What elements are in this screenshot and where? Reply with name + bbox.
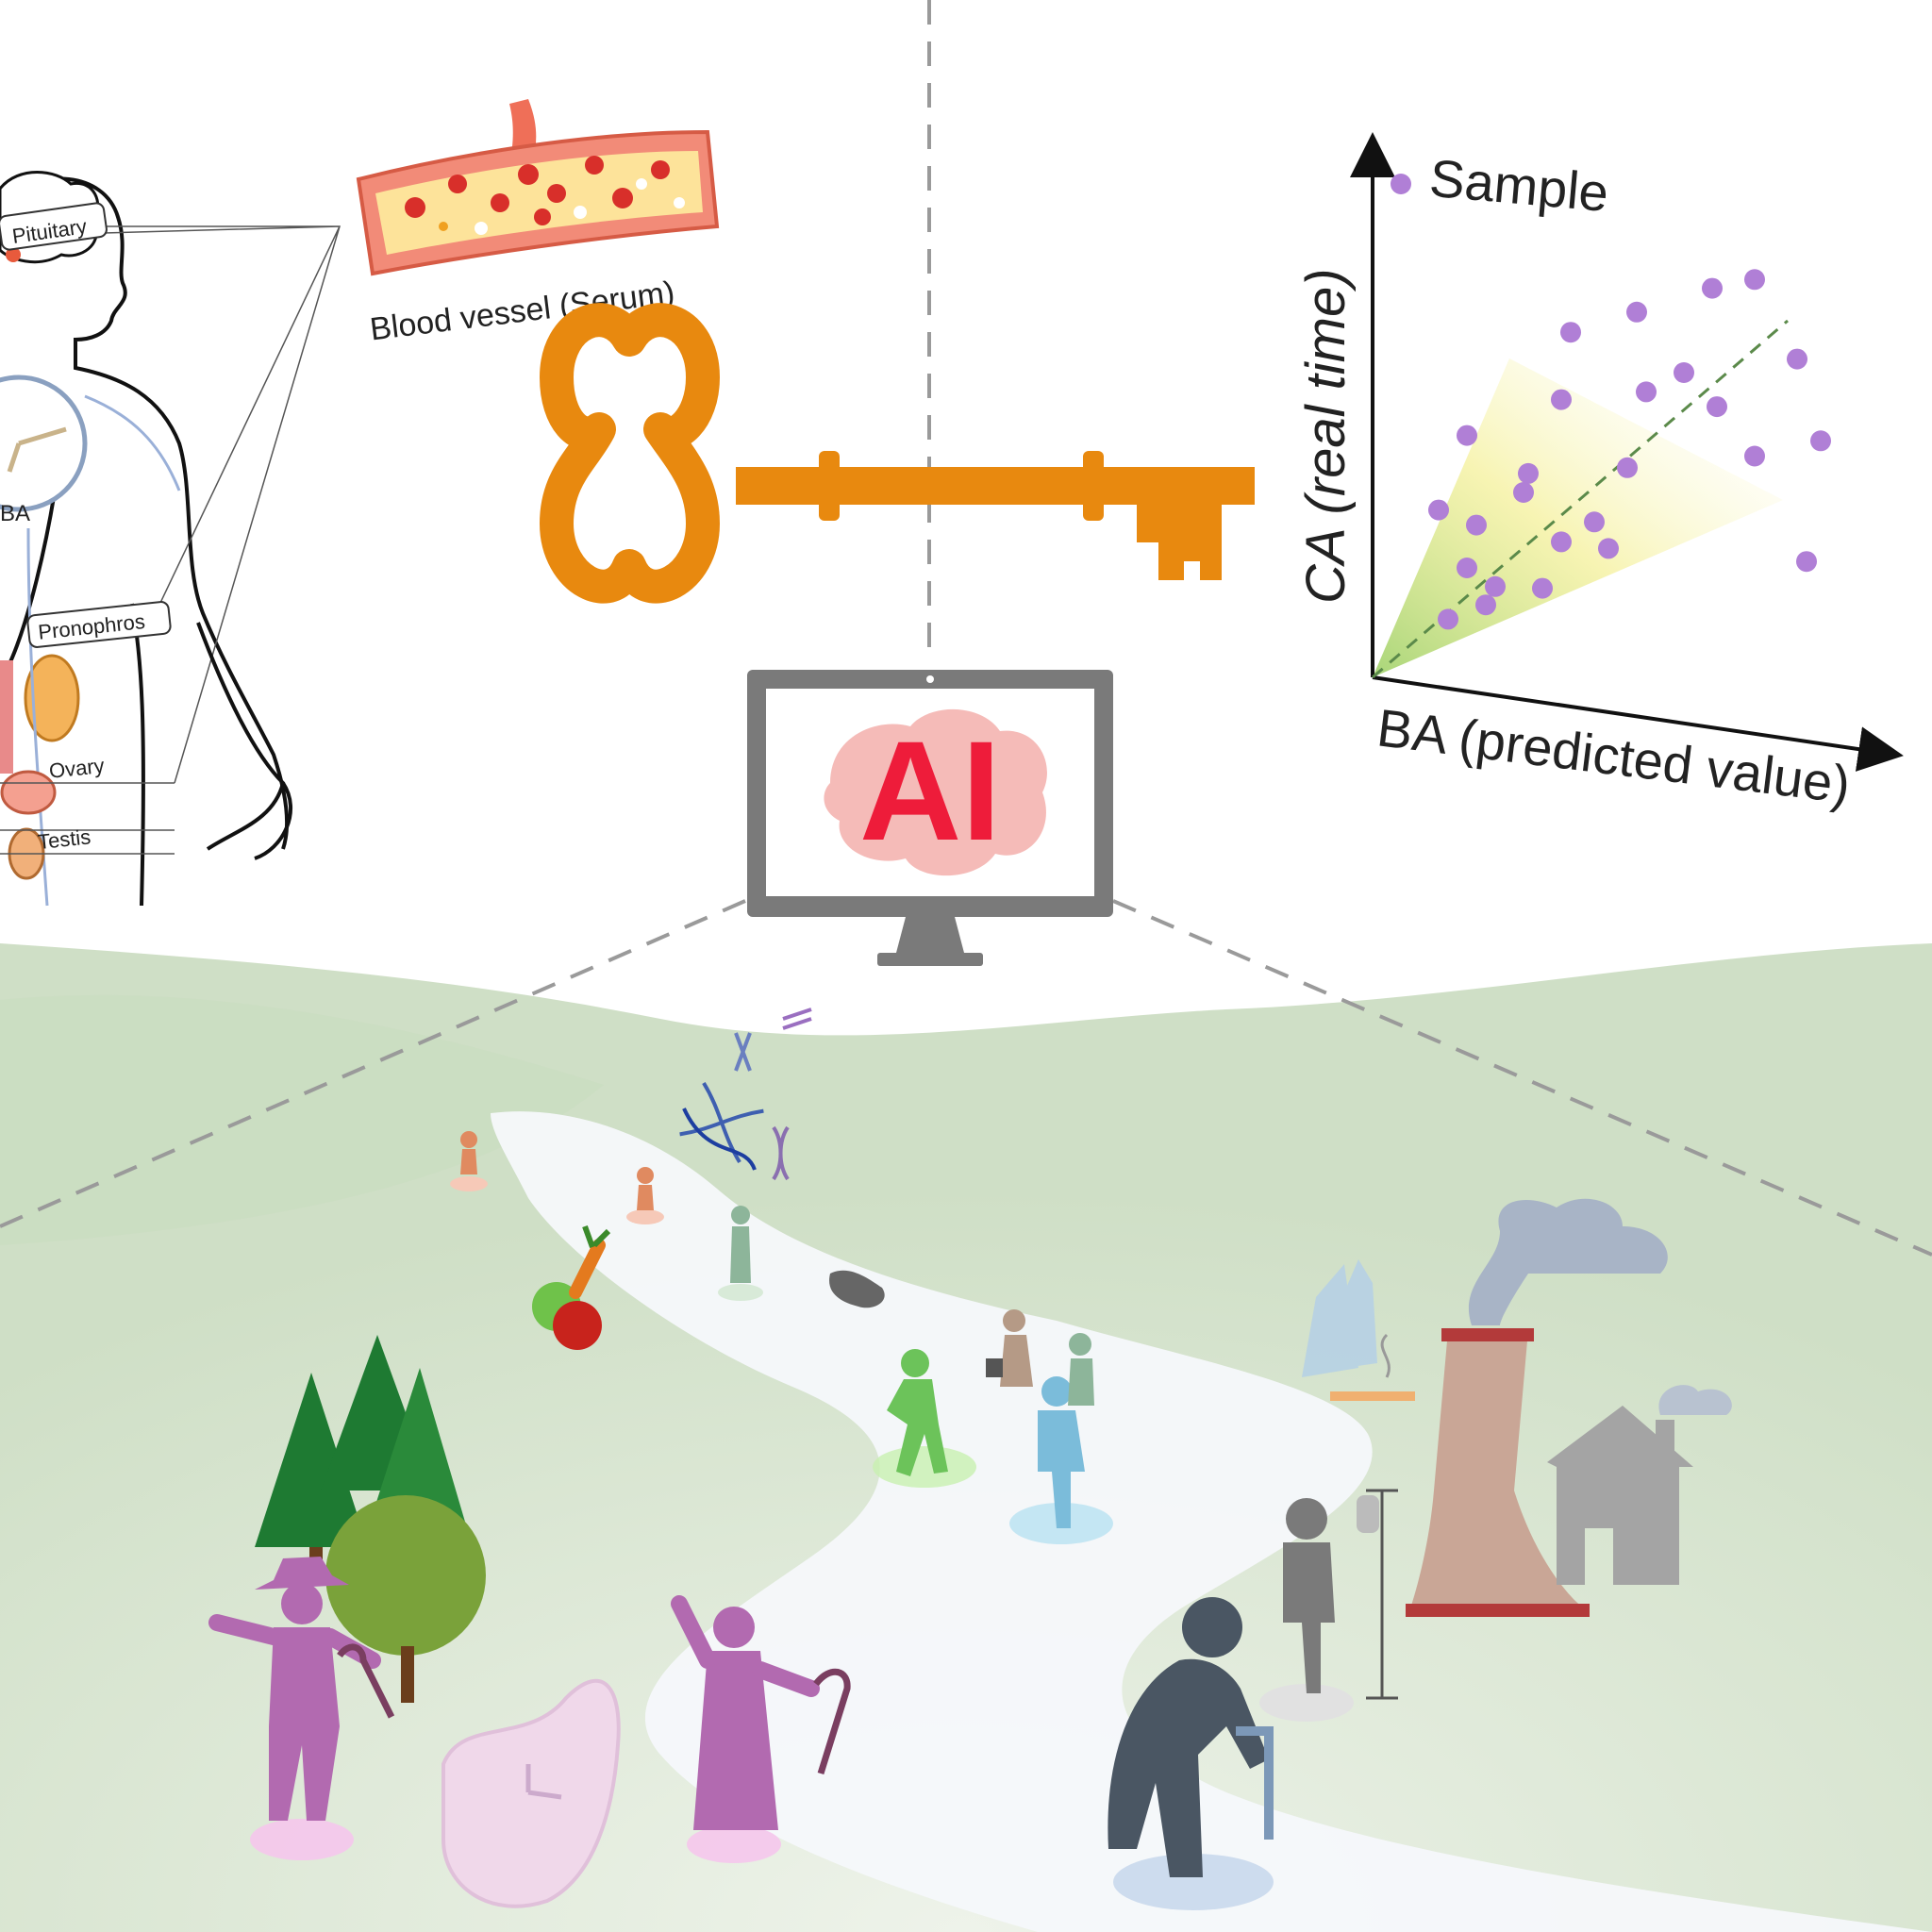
x-axis [1372, 675, 1904, 772]
left-projection-line [0, 899, 746, 1228]
ovary-icon [0, 770, 57, 815]
scatter-point [1560, 322, 1581, 343]
iv-bag [1357, 1495, 1379, 1533]
scatter-point [1551, 531, 1572, 553]
brain-icon [824, 708, 1047, 876]
scatter-points [1428, 269, 1831, 630]
testis-label: Testis [37, 824, 92, 854]
scatter-point [1584, 511, 1605, 533]
scatter-point [1457, 558, 1477, 578]
hand-outline [196, 622, 293, 860]
legend-label: Sample [1427, 148, 1611, 223]
key-bow [540, 303, 720, 604]
scatter-point [1787, 348, 1807, 370]
bush-icon [325, 1495, 486, 1656]
pollution-elements [1302, 1198, 1732, 1617]
dna-icon [679, 1008, 812, 1181]
scatter-point [1457, 425, 1477, 446]
house-icon [1547, 1385, 1732, 1585]
scatter-point [1598, 538, 1619, 559]
ovary-label: Ovary [48, 754, 106, 783]
iv-stand [1366, 1489, 1398, 1700]
dashed-guides [0, 0, 1932, 1257]
fruit-vegetable-icon [532, 1224, 611, 1350]
frail-elderly-figures [1108, 1489, 1398, 1910]
scatter-point [1702, 277, 1723, 299]
scatter-point [1518, 462, 1539, 484]
scatter-point [1466, 514, 1487, 536]
monitor-camera [926, 675, 934, 683]
cane [813, 1668, 851, 1775]
clock-hands [7, 426, 67, 473]
legend-marker [1391, 174, 1411, 194]
scatter-point [1674, 362, 1694, 383]
scatter-point [1810, 430, 1831, 452]
key-icon [540, 303, 1255, 604]
key-ring-1 [819, 451, 840, 521]
blood-cells [405, 156, 685, 235]
key-shaft [736, 467, 1255, 505]
right-projection-line [1112, 899, 1932, 1257]
scatter-point [1626, 301, 1647, 323]
pronephros-label-box [26, 601, 172, 648]
scatter-point [1707, 396, 1727, 418]
melting-clock-icon [441, 1678, 621, 1908]
cowboy-hat [255, 1557, 349, 1590]
scatter-point [1617, 457, 1638, 478]
human-anatomy-diagram: Pituitary Pronophros Ovary Testis BA [0, 171, 341, 907]
winding-path [491, 1111, 1932, 1932]
kidney-icon [24, 654, 80, 742]
child-figures [450, 1131, 763, 1301]
tree-icon [255, 1335, 486, 1703]
key-bit [1137, 505, 1222, 580]
walker [1236, 1726, 1274, 1840]
active-elderly-figures [208, 1557, 851, 1863]
scatter-point [1475, 594, 1496, 616]
scatter-point [1551, 389, 1572, 410]
cane [337, 1643, 395, 1719]
monitor-icon: AI [747, 670, 1113, 966]
factory-icon [1406, 1198, 1668, 1617]
ba-ca-scatter-chart: Sample CA (real time) BA (predicted valu… [1295, 132, 1904, 814]
scatter-point [1513, 482, 1534, 503]
callout-lines [0, 225, 341, 855]
meadow-landscape [0, 943, 1932, 1932]
scatter-point [1532, 577, 1553, 599]
bottles-icon [1302, 1259, 1377, 1377]
scatter-point [1428, 499, 1449, 521]
pituitary-label-box [0, 202, 108, 251]
monitor-stand [896, 917, 964, 953]
pituitary-marker [6, 247, 21, 262]
x-axis-label: BA (predicted value) [1374, 697, 1854, 814]
scatter-point [1485, 575, 1506, 597]
ai-label: AI [859, 711, 1001, 870]
y-axis-label: CA (real time) [1295, 268, 1357, 604]
ba-mark: BA [0, 501, 30, 526]
scatter-point [1744, 269, 1765, 291]
adult-figures [873, 1309, 1113, 1544]
key-ring-2 [1083, 451, 1104, 521]
meadow-hill-left [0, 994, 604, 1245]
scatter-point [1796, 551, 1817, 573]
gut-icon [829, 1270, 885, 1308]
scatter-point [1744, 445, 1765, 467]
monitor-base [877, 953, 983, 966]
clock-organ-icon [0, 375, 88, 512]
cigarette-icon [1330, 1391, 1415, 1401]
scatter-point [1636, 381, 1657, 403]
scatter-point [1438, 608, 1458, 630]
vessel-red [0, 660, 13, 774]
